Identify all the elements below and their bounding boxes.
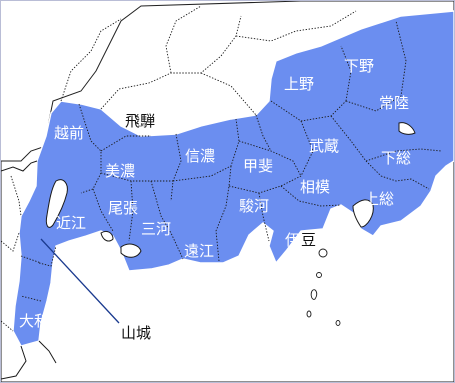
province-border xyxy=(215,165,232,262)
province-label-izu-i: 伊 xyxy=(285,231,300,249)
islet xyxy=(310,289,318,300)
province-border xyxy=(128,180,134,242)
islet xyxy=(318,248,328,258)
province-label-yamato: 大和 xyxy=(19,312,49,330)
province-border xyxy=(365,148,442,162)
province-border xyxy=(10,175,22,217)
province-border xyxy=(270,100,347,122)
province-border xyxy=(78,103,102,194)
province-label-shimotsuke: 下野 xyxy=(344,57,374,75)
province-border xyxy=(340,45,352,102)
province-label-mino: 美濃 xyxy=(105,162,135,180)
coastline xyxy=(1,345,27,380)
province-border xyxy=(330,115,382,177)
province-label-sagami: 相模 xyxy=(300,178,330,196)
province-border xyxy=(100,15,242,110)
coastline xyxy=(38,340,57,364)
province-label-kazusa: 上総 xyxy=(364,190,394,208)
lake-biwa xyxy=(45,179,68,228)
province-label-kozuke: 上野 xyxy=(284,75,314,93)
province-label-owari: 尾張 xyxy=(108,199,138,217)
province-label-yamashiro: 山城 xyxy=(121,324,151,342)
province-border xyxy=(1,320,14,332)
province-label-hida: 飛騨 xyxy=(125,112,155,130)
province-border xyxy=(38,245,57,267)
ise-bay-inlet xyxy=(100,230,114,242)
province-border xyxy=(255,114,272,152)
province-border xyxy=(20,295,42,302)
islet xyxy=(335,320,341,326)
province-label-echizen: 越前 xyxy=(54,124,84,142)
coastline xyxy=(1,160,38,172)
province-border xyxy=(20,255,42,264)
province-border xyxy=(100,135,151,152)
province-label-musashi: 武蔵 xyxy=(309,137,339,155)
province-label-shimousa: 下総 xyxy=(381,149,411,167)
mikawa-bay xyxy=(120,243,142,258)
province-border xyxy=(150,180,184,260)
province-label-totomi: 遠江 xyxy=(184,242,214,260)
islet xyxy=(316,272,322,278)
province-border xyxy=(228,175,302,194)
province-label-shinano: 信濃 xyxy=(185,147,215,165)
province-label-hitachi: 常陸 xyxy=(379,94,409,112)
province-border xyxy=(1,232,20,252)
islet xyxy=(306,310,312,318)
province-label-izu-zu: 豆 xyxy=(301,231,316,249)
province-border xyxy=(200,72,257,116)
province-label-kai: 甲斐 xyxy=(243,157,273,175)
highlighted-provinces-region xyxy=(12,10,454,347)
province-border xyxy=(238,140,302,177)
province-label-mikawa: 三河 xyxy=(141,220,171,238)
province-label-omi: 近江 xyxy=(56,214,86,232)
yamashiro-leader-line xyxy=(40,238,120,324)
province-label-suruga: 駿河 xyxy=(239,197,269,215)
province-border xyxy=(345,20,407,112)
province-border xyxy=(100,172,173,182)
kasumigaura-lake xyxy=(398,122,416,135)
province-border xyxy=(60,18,122,102)
tokyo-bay xyxy=(352,199,374,228)
